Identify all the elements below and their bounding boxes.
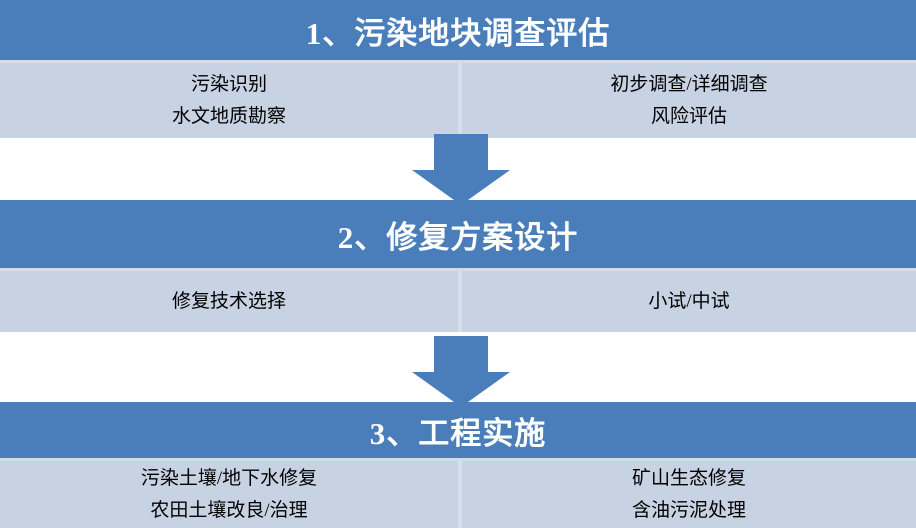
stage-2-right-column: 小试/中试 (458, 271, 916, 332)
down-arrow-icon (411, 134, 511, 206)
stage-1-header: 1、污染地块调查评估 (0, 0, 916, 60)
stage-3-left-column: 污染土壤/地下水修复 农田土壤改良/治理 (0, 461, 458, 528)
list-item: 污染识别 (190, 74, 267, 95)
stage-1-left-column: 污染识别 水文地质勘察 (0, 63, 458, 138)
list-item: 农田土壤改良/治理 (150, 500, 308, 521)
stage-3-header: 3、工程实施 (0, 402, 916, 458)
stage-1-right-column: 初步调查/详细调查 风险评估 (458, 63, 916, 138)
list-item: 污染土壤/地下水修复 (140, 468, 318, 489)
down-arrow-icon (411, 336, 511, 408)
stage-2-header: 2、修复方案设计 (0, 200, 916, 268)
list-item: 矿山生态修复 (631, 468, 746, 489)
stage-1-body: 污染识别 水文地质勘察 初步调查/详细调查 风险评估 (0, 60, 916, 138)
stage-3-right-column: 矿山生态修复 含油污泥处理 (458, 461, 916, 528)
stage-3-body: 污染土壤/地下水修复 农田土壤改良/治理 矿山生态修复 含油污泥处理 (0, 458, 916, 528)
list-item: 小试/中试 (648, 291, 730, 312)
stage-2-left-column: 修复技术选择 (0, 271, 458, 332)
list-item: 初步调查/详细调查 (610, 74, 768, 95)
list-item: 水文地质勘察 (171, 106, 286, 127)
list-item: 风险评估 (650, 106, 727, 127)
flow-stage-3: 3、工程实施 污染土壤/地下水修复 农田土壤改良/治理 矿山生态修复 含油污泥处… (0, 402, 916, 528)
list-item: 修复技术选择 (171, 291, 286, 312)
list-item: 含油污泥处理 (631, 500, 746, 521)
flow-stage-1: 1、污染地块调查评估 污染识别 水文地质勘察 初步调查/详细调查 风险评估 (0, 0, 916, 138)
flow-stage-2: 2、修复方案设计 修复技术选择 小试/中试 (0, 200, 916, 332)
stage-2-body: 修复技术选择 小试/中试 (0, 268, 916, 332)
